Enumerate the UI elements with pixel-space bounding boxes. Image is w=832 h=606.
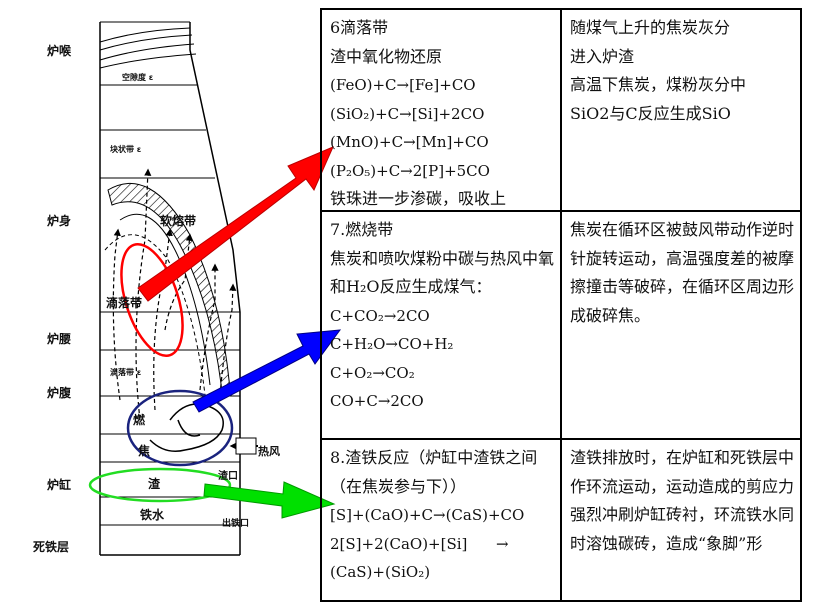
row2-right: 焦炭在循环区被鼓风带动作逆时针旋转运动，高温强度差的被摩擦撞击等破碎，在循环区周…: [570, 220, 795, 325]
row2-eq1: C+CO₂→2CO: [330, 306, 430, 325]
row2-eq3: C+O₂→CO₂: [330, 363, 415, 382]
void-label: 空隙度 ε: [122, 73, 154, 82]
table-row: 7.燃烧带 焦炭和喷吹煤粉中碳与热风中氧和H₂O反应生成煤气： C+CO₂→2C…: [320, 210, 802, 440]
cell-combustion-zone-notes: 焦炭在循环区被鼓风带动作逆时针旋转运动，高温强度差的被摩擦撞击等破碎，在循环区周…: [560, 210, 802, 440]
hearth-slag-highlight: [88, 467, 232, 503]
row3-title: 8.渣铁反应（炉缸中渣铁之间（在焦炭参与下））: [330, 448, 538, 496]
row1-right-1: 随煤气上升的焦炭灰分: [570, 18, 731, 37]
dripping-zone-lower-label: 滴落带 ε: [110, 368, 142, 377]
tuyere-arrow: [229, 437, 258, 455]
furnace-outline: [99, 22, 241, 556]
cell-slag-iron-reaction: 8.渣铁反应（炉缸中渣铁之间（在焦炭参与下）） [S]+(CaO)+C→(CaS…: [320, 438, 562, 602]
cell-combustion-zone: 7.燃烧带 焦炭和喷吹煤粉中碳与热风中氧和H₂O反应生成煤气： C+CO₂→2C…: [320, 210, 562, 440]
row2-title: 7.燃烧带: [330, 220, 394, 239]
zone-label-bosh: 炉腹: [47, 386, 72, 400]
row1-right-4: SiO2与C反应生成SiO: [570, 103, 731, 123]
tuyere-label: 热风: [258, 445, 280, 458]
row1-title: 6滴落带: [330, 18, 389, 37]
hot-metal-label: 铁水: [140, 508, 165, 522]
throat-layers: [99, 21, 197, 69]
raceway-label: 燃: [133, 413, 146, 427]
row1-subtitle: 渣中氧化物还原: [330, 46, 443, 66]
zone-label-belly: 炉腰: [47, 332, 72, 346]
cell-dripping-zone: 6滴落带 渣中氧化物还原 (FeO)+C→[Fe]+CO (SiO₂)+C→[S…: [320, 8, 562, 212]
green-arrow: [203, 481, 336, 519]
lump-zone-label: 块状带 ε: [110, 145, 142, 154]
slag-notch-label: 渣口: [218, 471, 238, 482]
raceway-highlight: [126, 389, 234, 467]
table-row: 8.渣铁反应（炉缸中渣铁之间（在焦炭参与下）） [S]+(CaO)+C→(CaS…: [320, 438, 802, 602]
dripping-zone-upper-label: 滴落带: [106, 296, 143, 310]
zone-label-hearth: 炉缸: [47, 478, 72, 492]
table-row: 6滴落带 渣中氧化物还原 (FeO)+C→[Fe]+CO (SiO₂)+C→[S…: [320, 8, 802, 212]
row2-eq4: CO+C→2CO: [330, 392, 424, 410]
row1-eq4: (P₂O₅)+C→2[P]+5CO: [330, 161, 490, 180]
cell-slag-iron-notes: 渣铁排放时，在炉缸和死铁层中作环流运动，运动造成的剪应力强烈冲刷炉缸砖衬，环流铁…: [560, 438, 802, 602]
slag-label: 渣: [148, 477, 161, 491]
row1-eq3: (MnO)+C→[Mn]+CO: [330, 133, 489, 151]
cell-dripping-zone-notes: 随煤气上升的焦炭灰分 进入炉渣 高温下焦炭，煤粉灰分中 SiO2与C反应生成Si…: [560, 8, 802, 212]
row2-desc: 焦炭和喷吹煤粉中碳与热风中氧和H₂O反应生成煤气：: [330, 248, 555, 297]
raceway-swirl: [149, 403, 224, 452]
reaction-table: 6滴落带 渣中氧化物还原 (FeO)+C→[Fe]+CO (SiO₂)+C→[S…: [320, 8, 802, 602]
row3-eq1: [S]+(CaO)+C→(CaS)+CO: [330, 506, 525, 524]
row3-eq2: 2[S]+2(CaO)+[Si] →: [330, 534, 509, 553]
row1-right-2: 进入炉渣: [570, 46, 635, 66]
softening-zone-label: 软熔带: [160, 214, 197, 228]
dripping-zone-highlight: [120, 243, 184, 357]
row3-eq3: (CaS)+(SiO₂): [330, 563, 431, 581]
row2-eq2: C+H₂O→CO+H₂: [330, 335, 454, 353]
row1-eq1: (FeO)+C→[Fe]+CO: [330, 76, 476, 94]
zone-label-throat: 炉喉: [47, 44, 72, 58]
tap-hole-label: 出铁口: [222, 519, 250, 529]
row3-right: 渣铁排放时，在炉缸和死铁层中作环流运动，运动造成的剪应力强烈冲刷炉缸砖衬，环流铁…: [570, 448, 795, 553]
coke-bed-label: 焦: [138, 444, 151, 458]
zone-label-dead-iron: 死铁层: [33, 540, 70, 554]
zone-label-shaft: 炉身: [47, 214, 72, 228]
row1-right-3: 高温下焦炭，煤粉灰分中: [570, 75, 747, 94]
row1-note: 铁珠进一步渗碳，吸收上: [330, 189, 507, 208]
row1-eq2: (SiO₂)+C→[Si]+2CO: [330, 104, 485, 123]
